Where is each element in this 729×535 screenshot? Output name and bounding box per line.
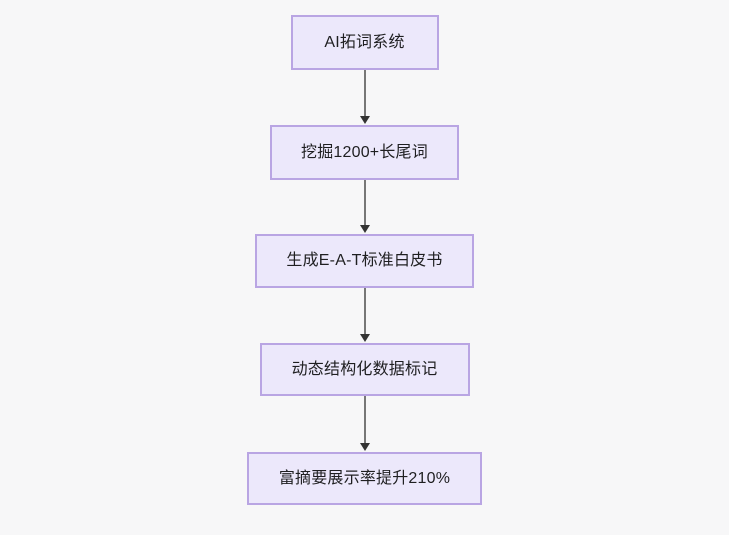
edge-line (363, 180, 366, 226)
flow-node-label: 动态结构化数据标记 (291, 360, 438, 378)
flow-node-label: 挖掘1200+长尾词 (301, 143, 428, 161)
arrow-down-icon (359, 225, 370, 233)
edge-line (363, 70, 366, 117)
flow-edge-n2-to-n3 (355, 180, 375, 234)
arrow-down-icon (359, 443, 370, 451)
flow-edge-n4-to-n5 (355, 396, 375, 452)
flow-node-label: 生成E-A-T标准白皮书 (286, 252, 443, 269)
flow-edge-n3-to-n4 (355, 288, 375, 343)
flow-node-generate-eat-whitepaper[interactable]: 生成E-A-T标准白皮书 (255, 234, 474, 288)
flow-node-label: AI拓词系统 (324, 33, 405, 51)
flow-edge-n1-to-n2 (355, 70, 375, 125)
flow-node-ai-keyword-system[interactable]: AI拓词系统 (290, 15, 439, 70)
flow-node-dynamic-structured-data-markup[interactable]: 动态结构化数据标记 (259, 343, 470, 396)
flow-node-mine-longtail-keywords[interactable]: 挖掘1200+长尾词 (270, 125, 459, 180)
flow-node-rich-snippet-impression-lift[interactable]: 富摘要展示率提升210% (247, 452, 482, 505)
arrow-down-icon (359, 334, 370, 342)
edge-line (363, 396, 366, 444)
arrow-down-icon (359, 116, 370, 124)
edge-line (363, 288, 366, 335)
flow-node-label: 富摘要展示率提升210% (278, 469, 451, 487)
